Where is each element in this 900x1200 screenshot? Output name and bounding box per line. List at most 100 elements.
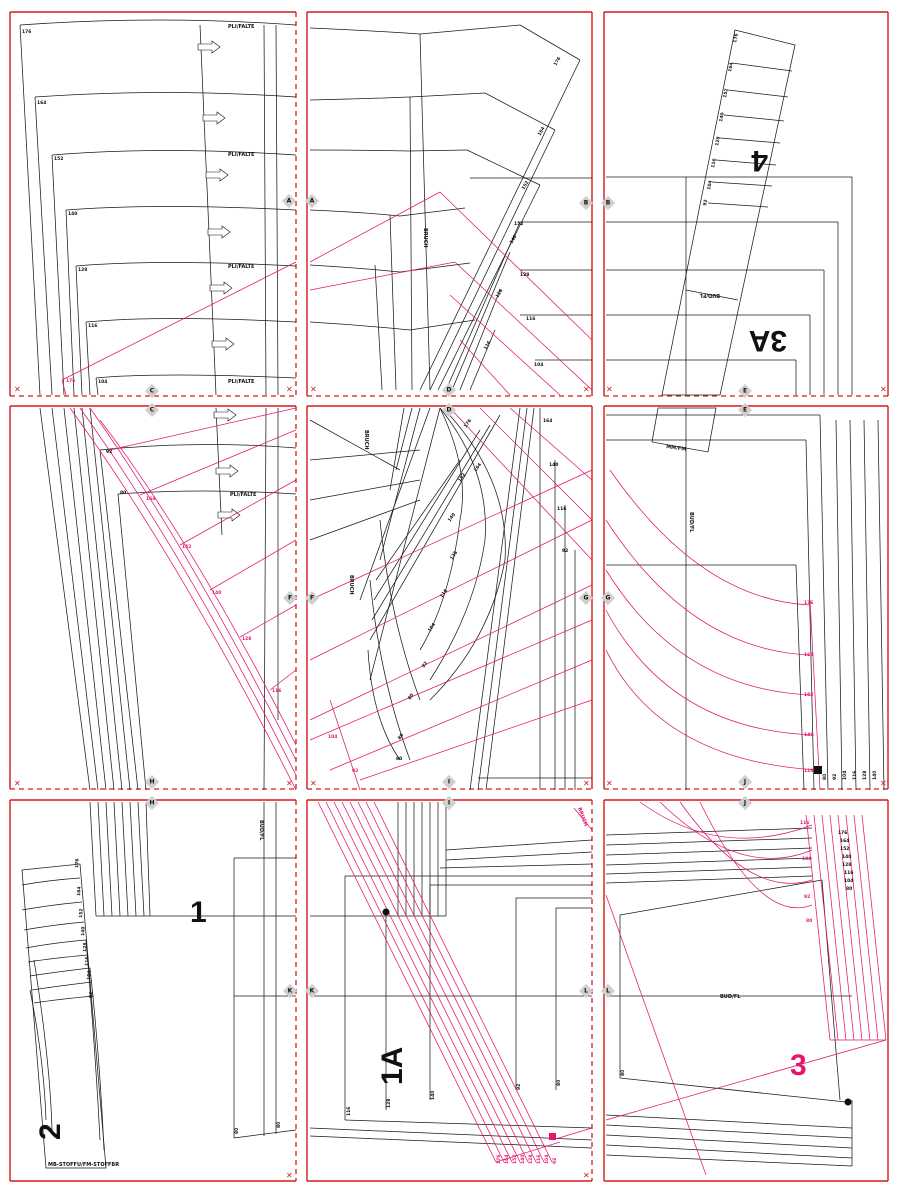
size-label: 104 (842, 771, 848, 780)
marker-diamond (600, 195, 616, 211)
marker-letter: I (448, 779, 450, 786)
size-label-magenta: 116 (800, 820, 809, 826)
marker-h-1: H (144, 774, 160, 790)
size-label-magenta: 152 (512, 1155, 518, 1164)
size-label: 116 (88, 323, 97, 329)
marker-f-2: F (304, 590, 320, 606)
piece-label-2: 2 (34, 1123, 67, 1140)
size-label: 80 (396, 756, 402, 762)
panel-frame-p3 (603, 11, 889, 397)
pleat-note-1: PLI/FALTE (228, 24, 255, 30)
grain-note-bud-4: BUD/FL (720, 994, 741, 1000)
marker-diamond (282, 983, 298, 999)
size-label-magenta: 116 (536, 1155, 542, 1164)
marker-c-2: C (144, 402, 160, 418)
marker-b-1: B (578, 195, 594, 211)
panel-frame-p8 (306, 799, 593, 1182)
pleat-note-3: PLI/FALTE (228, 264, 255, 270)
marker-diamond (578, 195, 594, 211)
size-label: 128 (862, 771, 868, 780)
size-label: 92 (702, 199, 709, 206)
marker-j-1: J (737, 774, 753, 790)
size-label: 140 (718, 112, 726, 122)
cut-mark-icon: ✕ (880, 779, 887, 788)
size-label: 176 (463, 418, 473, 429)
cut-mark-icon: ✕ (286, 1171, 293, 1180)
panel-1-lines (19, 19, 297, 396)
size-label: 80 (620, 1070, 626, 1076)
size-label-magenta: 104 (544, 1155, 550, 1164)
size-label: 80 (234, 1128, 240, 1134)
size-label: 128 (714, 136, 722, 146)
size-label: 152 (840, 846, 849, 852)
cut-mark-icon: ✕ (606, 385, 613, 394)
marker-letter: H (149, 800, 154, 807)
cut-mark-icon: ✕ (606, 779, 613, 788)
size-label: 152 (54, 156, 63, 162)
size-label: 152 (457, 472, 467, 483)
marker-diamond (304, 590, 320, 606)
size-label-magenta: 128 (242, 636, 251, 642)
panel-7-lines (21, 801, 297, 1169)
marker-l-2: L (600, 983, 616, 999)
fold-note-stoff: MB-STOFFU/FM-STOFFBR (48, 1162, 119, 1168)
size-label-magenta: 176 (804, 600, 813, 606)
marker-diamond (578, 590, 594, 606)
marker-letter: K (310, 988, 315, 995)
marker-b-2: B (600, 195, 616, 211)
marker-letter: J (743, 800, 746, 807)
marker-d-1: D (441, 382, 457, 398)
size-label: 176 (553, 56, 563, 67)
mitte-note: MM/FM (666, 444, 687, 453)
size-label-magenta: 176 (66, 378, 75, 384)
marker-j-2: J (737, 795, 753, 811)
marker-letter: C (150, 388, 155, 395)
size-label: 92 (516, 1084, 522, 1090)
cut-mark-icon: ✕ (583, 779, 590, 788)
marker-diamond (144, 402, 160, 418)
marker-l-1: L (578, 983, 594, 999)
size-label-magenta: 128 (528, 1155, 534, 1164)
size-label-magenta: 164 (804, 652, 813, 658)
size-label: 80 (407, 693, 416, 702)
marker-diamond (281, 193, 297, 209)
marker-letter: I (448, 800, 450, 807)
panel-9-lines (605, 801, 887, 1176)
size-label: 164 (727, 62, 735, 72)
panel-8-lines (309, 801, 593, 1163)
marker-c-1: C (144, 383, 160, 399)
size-label-magenta: 116 (272, 688, 281, 694)
size-label-magenta: 80 (806, 918, 812, 924)
piece-label-1: 1 (190, 896, 207, 929)
grain-note-bruch-3: BRUCH (348, 575, 354, 595)
marker-letter: L (584, 988, 588, 995)
cut-mark-icon: ✕ (14, 779, 21, 788)
pattern-drawing (19, 19, 887, 1176)
grain-note-bud-3: BUD/FL (258, 820, 264, 841)
marker-e-1: E (737, 383, 753, 399)
size-label: 140 (549, 462, 558, 468)
size-label: 104 (98, 379, 107, 385)
panel-4-lines (39, 407, 297, 791)
size-label: 104 (534, 362, 543, 368)
pleat-note-5: PLI/FALTE (230, 492, 257, 498)
marker-diamond (144, 795, 160, 811)
grain-note-bruch-1: BRUCH (422, 228, 428, 248)
notch-square (814, 766, 822, 774)
size-label: 164 (37, 100, 46, 106)
size-label: 140 (447, 512, 457, 523)
size-label: 116 (84, 956, 91, 966)
panel-6-lines (605, 407, 885, 791)
size-label: 116 (483, 340, 493, 351)
size-label: 80 (556, 1080, 562, 1086)
marker-a-2: A (304, 193, 320, 209)
marker-g-2: G (600, 590, 616, 606)
size-label-magenta: 152 (182, 544, 191, 550)
size-label: 164 (543, 418, 552, 424)
size-label-magenta: 140 (212, 590, 221, 596)
size-label-magenta: 164 (146, 496, 155, 502)
size-label: 128 (78, 267, 87, 273)
size-label: 80 (276, 1122, 282, 1128)
panel-frame-p4 (9, 405, 297, 790)
